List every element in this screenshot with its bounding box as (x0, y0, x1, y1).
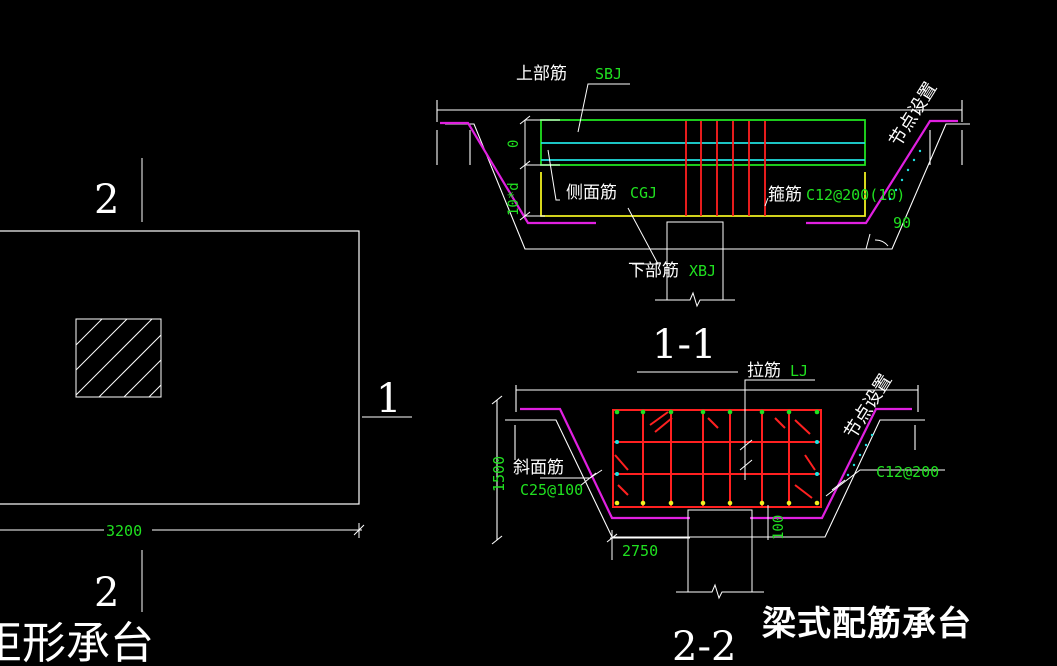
leader-top (577, 83, 630, 133)
height-dim: 1500 (490, 456, 508, 492)
width-dimension: 3200 (0, 522, 365, 540)
left-dimensions (519, 115, 560, 221)
width-dim-label: 3200 (106, 522, 142, 540)
bottom-dimension (606, 530, 690, 560)
column-hatch (75, 318, 162, 398)
leader-side (547, 149, 560, 201)
section-2-2-title: 2-2 (672, 624, 736, 666)
tie-code: LJ (790, 362, 808, 380)
small-dim: 100 (771, 515, 787, 540)
node-dots-2 (846, 433, 874, 477)
side-rebar-label: 侧面筋 (566, 183, 617, 203)
stirrup-label: 箍筋 (768, 185, 802, 205)
rebar-dots (614, 409, 820, 506)
section-1-1-outline (436, 100, 970, 250)
pile-cap-outline (0, 230, 360, 505)
tie-label: 拉筋 (747, 361, 781, 381)
dim-anchor: 10*d (506, 182, 522, 216)
bottom-rebar-label: 下部筋 (628, 261, 679, 281)
top-rebar-label: 上部筋 (516, 64, 567, 84)
right-code: C12@200 (876, 463, 939, 481)
node-note-2: 节点设置 (840, 370, 896, 442)
leader-stirrup (764, 197, 769, 207)
angle-label: 90 (893, 214, 911, 232)
dim-zero: 0 (506, 140, 522, 148)
bottom-dim: 2750 (622, 542, 658, 560)
section-mark-2-top: 2 (94, 177, 119, 223)
beam-bottom-rebar-yellow (540, 172, 866, 217)
stirrups (685, 121, 766, 216)
slope-code: C25@100 (520, 481, 583, 499)
magenta-rebar-2-2 (520, 407, 912, 520)
side-rebar-code: CGJ (630, 184, 657, 202)
leader-tie (744, 379, 815, 480)
drawing-caption: 梁式配筋承台 (762, 604, 972, 644)
plan-view: 2 2 1 3200 矩形承台 (0, 158, 412, 666)
node-note-1: 节点设置 (885, 78, 941, 150)
rebar-cage (612, 409, 822, 508)
top-rebar-code: SBJ (595, 65, 622, 83)
section-mark-2-bottom: 2 (94, 570, 119, 616)
column-stub (655, 221, 735, 308)
section-mark-1: 1 (376, 376, 401, 422)
bottom-rebar-magenta (440, 119, 958, 225)
section-1-1-title: 1-1 (652, 322, 716, 368)
angle-arc (874, 239, 889, 247)
stirrup-code: C12@200(10) (806, 186, 905, 204)
section-2-2-outline (491, 385, 925, 545)
node-dots-1 (888, 149, 922, 201)
slope-label: 斜面筋 (513, 458, 564, 478)
bottom-rebar-code: XBJ (689, 262, 716, 280)
leader-right (825, 469, 945, 497)
leader-bottom (627, 207, 659, 265)
plan-title: 矩形承台 (0, 618, 154, 666)
column-stub-2-2 (676, 509, 764, 600)
section-1-1: 0 10*d 上部筋 SBJ 侧面筋 CGJ 箍筋 C12@200(10) 下部… (436, 64, 970, 373)
